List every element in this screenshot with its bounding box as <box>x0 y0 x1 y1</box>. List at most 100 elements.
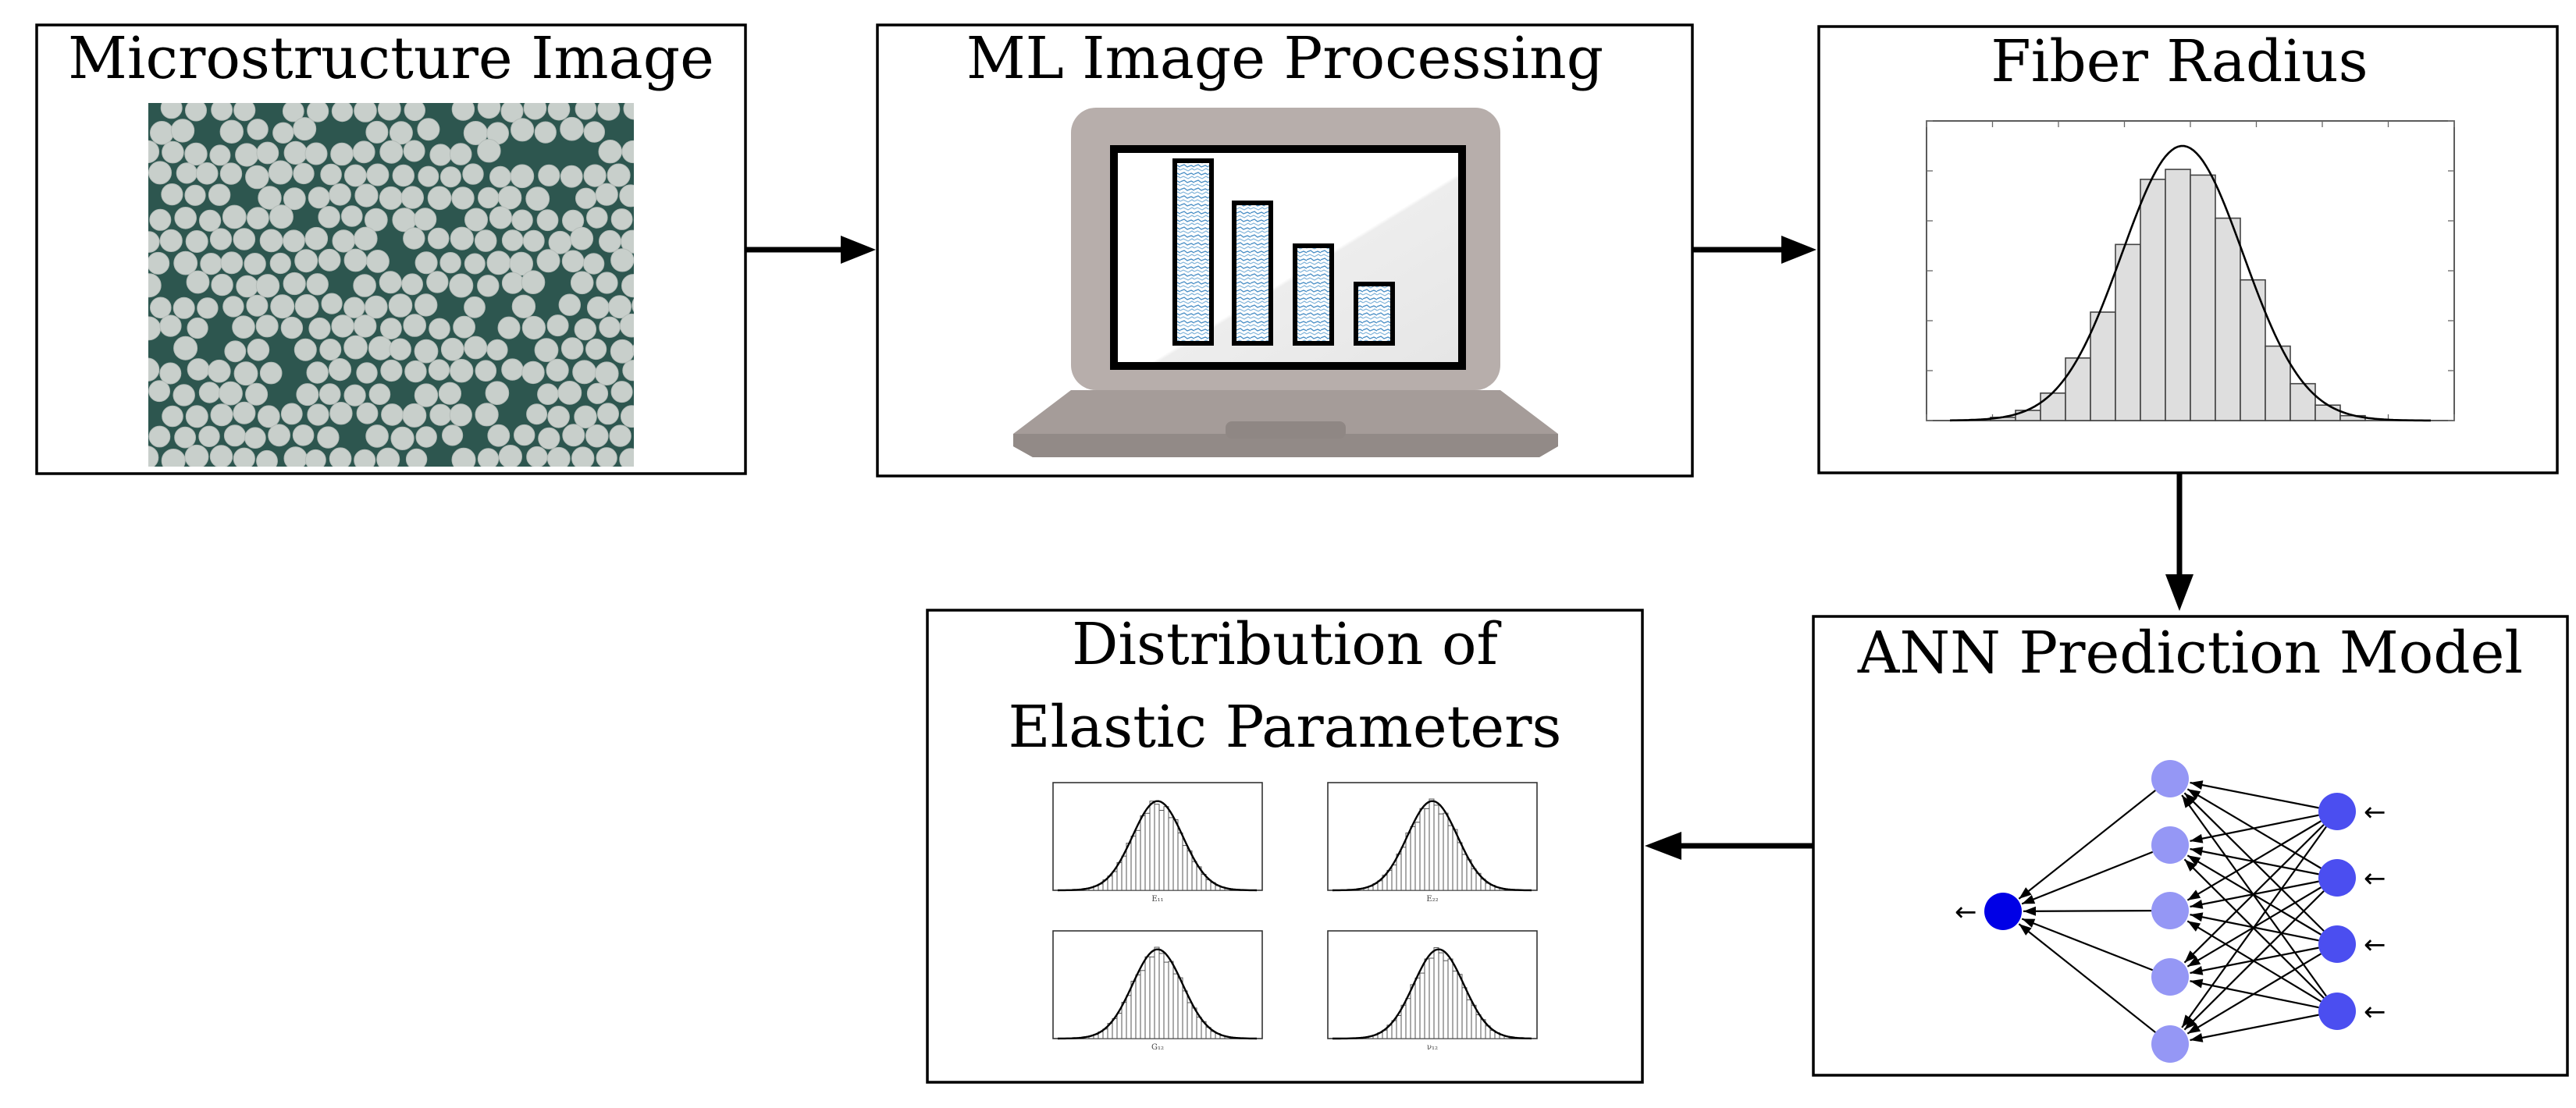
fiber-cross-section <box>586 382 609 404</box>
fiber-cross-section <box>376 447 400 467</box>
mini-histogram-bar <box>1443 812 1449 891</box>
fiber-cross-section <box>381 403 404 426</box>
fiber-cross-section <box>622 360 634 382</box>
fiber-cross-section <box>233 447 255 467</box>
mini-histogram-bar <box>1158 953 1165 1039</box>
fiber-cross-section <box>620 405 634 428</box>
fiber-cross-section <box>329 183 351 206</box>
fiber-cross-section <box>184 444 209 467</box>
mini-histogram-bar <box>1187 851 1193 891</box>
fiber-cross-section <box>366 163 390 186</box>
fiber-cross-section <box>585 424 609 448</box>
mini-fit-curve <box>1332 948 1532 1040</box>
fiber-cross-section <box>510 164 535 189</box>
fiber-cross-section <box>354 226 378 250</box>
mini-histogram-bar <box>1419 972 1425 1039</box>
fiber-cross-section <box>403 314 427 337</box>
fiber-cross-section <box>365 295 388 319</box>
fiber-cross-section <box>596 447 617 467</box>
fiber-cross-section <box>159 229 183 252</box>
histogram-bar <box>2290 382 2316 421</box>
fiber-cross-section <box>525 186 550 211</box>
fiber-cross-section <box>390 426 415 451</box>
fiber-cross-section <box>280 403 303 425</box>
mini-histogram-bar <box>1452 971 1458 1039</box>
fiber-cross-section <box>268 424 291 447</box>
fiber-cross-section <box>199 209 222 232</box>
fiber-cross-section <box>586 296 610 319</box>
fiber-cross-section <box>148 357 160 382</box>
fiber-cross-section <box>536 209 559 232</box>
fiber-cross-section <box>511 209 533 232</box>
mini-histogram-bar <box>1466 859 1472 891</box>
fiber-cross-section <box>521 270 546 295</box>
fiber-cross-section <box>148 425 171 448</box>
ann-input-node <box>2318 925 2356 963</box>
fiber-cross-section <box>269 204 294 229</box>
fiber-cross-section <box>198 425 220 447</box>
fiber-cross-section <box>148 273 162 298</box>
fiber-cross-section <box>429 318 450 340</box>
histogram-bar <box>2040 392 2066 421</box>
fiber-cross-section <box>509 251 534 276</box>
fiber-cross-section <box>224 340 247 363</box>
fiber-cross-section <box>257 405 280 428</box>
fiber-cross-section <box>222 296 244 318</box>
fiber-cross-section <box>511 118 535 142</box>
fiber-cross-section <box>462 163 484 185</box>
fiber-cross-section <box>210 403 233 427</box>
fiber-cross-section <box>429 403 452 426</box>
mini-histogram-bar <box>1414 822 1421 891</box>
fiber-cross-section <box>474 229 497 252</box>
ann-connection <box>2186 820 2322 901</box>
ann-output-arrow: ← <box>1955 897 1977 928</box>
mini-histogram-bar <box>1126 843 1132 891</box>
ann-output-node <box>1984 893 2022 930</box>
mini-histogram-bar <box>1126 995 1132 1039</box>
fiber-cross-section <box>318 206 340 229</box>
mini-histogram-bar <box>1149 956 1155 1039</box>
mini-histogram-bar <box>1163 961 1169 1039</box>
fiber-cross-section <box>341 205 363 227</box>
ml-processing-box: ML Image Processing <box>876 23 1694 478</box>
fiber-cross-section <box>187 358 210 381</box>
fiber-cross-section <box>536 249 560 273</box>
mini-histogram: E₂₂ <box>1327 782 1538 904</box>
fiber-cross-section <box>368 383 391 406</box>
mini-histogram-bar <box>1457 842 1463 891</box>
fiber-cross-section <box>440 337 464 361</box>
fiber-cross-section <box>501 358 524 381</box>
fiber-cross-section <box>582 253 605 275</box>
arrow-ml-to-fiber <box>1692 236 1816 264</box>
fiber-cross-section <box>379 140 404 164</box>
fiber-cross-section <box>414 383 439 407</box>
neural-network-diagram: ←←←←← <box>1955 760 2386 1063</box>
ann-model-box: ANN Prediction Model ←←←←← <box>1812 615 2569 1077</box>
fiber-cross-section <box>607 163 631 187</box>
mini-histogram-bar <box>1410 984 1416 1039</box>
fiber-cross-section <box>619 448 634 467</box>
fiber-cross-section <box>343 164 367 187</box>
fiber-cross-section <box>464 296 486 318</box>
fiber-cross-section <box>500 103 524 123</box>
fiber-cross-section <box>619 184 634 208</box>
fiber-cross-section <box>162 140 184 164</box>
mini-histogram-bar <box>1429 957 1435 1039</box>
ann-connection <box>2186 920 2322 1003</box>
fiber-cross-section <box>609 424 632 447</box>
mini-histogram-bar <box>1168 817 1174 891</box>
ann-connection <box>2018 790 2156 900</box>
mini-fit-curve <box>1057 948 1258 1040</box>
fiber-cross-section <box>501 272 525 294</box>
fiber-cross-section <box>526 446 548 467</box>
fiber-cross-section <box>233 401 256 424</box>
fiber-cross-section <box>610 381 633 403</box>
ann-connection <box>2190 980 2319 1009</box>
ann-connection <box>2183 858 2325 999</box>
mini-histogram-bar <box>1144 812 1151 891</box>
ann-connection <box>2190 1014 2319 1042</box>
mini-histogram-bar <box>1405 833 1411 891</box>
mini-histogram-bar <box>1424 958 1430 1039</box>
fiber-cross-section <box>570 226 594 250</box>
